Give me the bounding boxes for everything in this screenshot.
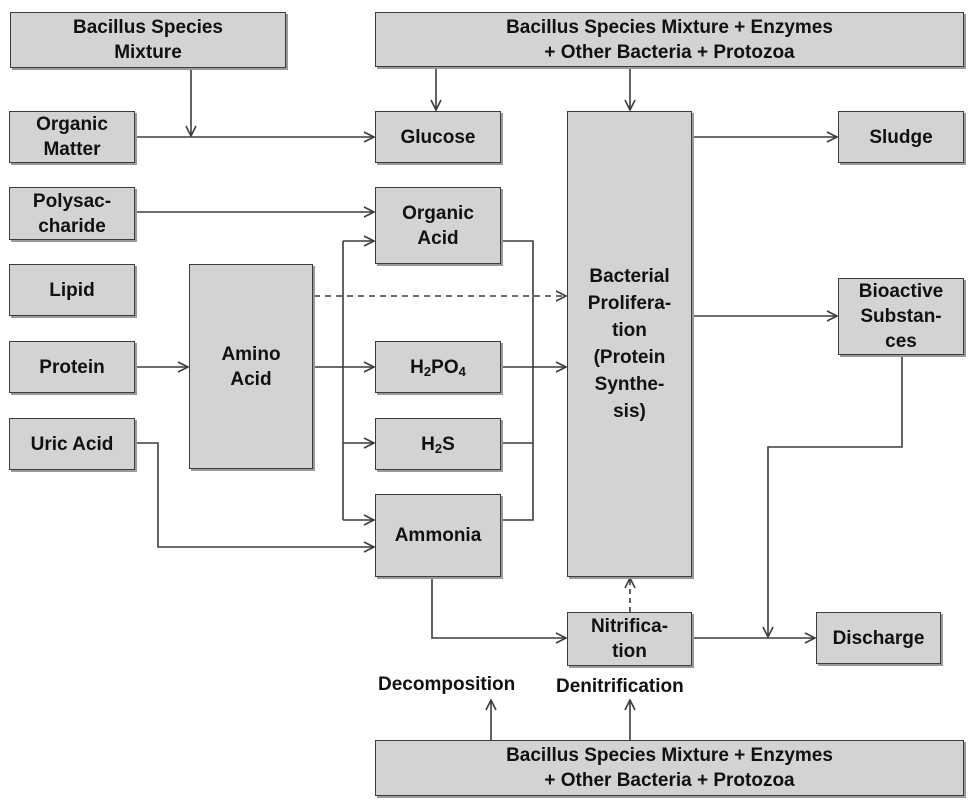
bioactive-substances-node: Bioactive Substan- ces <box>838 278 964 355</box>
organic-matter-node: Organic Matter <box>9 111 135 163</box>
edge-ammonia-to-nitrification <box>431 578 566 638</box>
nitrification-node: Nitrifica- tion <box>567 612 692 666</box>
denitrification-label: Denitrification <box>556 676 684 697</box>
bacterial-proliferation-node: Bacterial Prolifera- tion (Protein Synth… <box>567 111 692 577</box>
ammonia-node: Ammonia <box>375 494 501 577</box>
lipid-node: Lipid <box>9 264 135 316</box>
bacillus-mixture-bottom: Bacillus Species Mixture + Enzymes + Oth… <box>375 740 964 796</box>
polysaccharide-node: Polysac- charide <box>9 187 135 240</box>
decomposition-label: Decomposition <box>378 674 516 695</box>
organic-acid-node: Organic Acid <box>375 187 501 264</box>
bacillus-mixture-top-left: Bacillus Species Mixture <box>10 12 286 68</box>
edge-bioactive-to-discharge-line <box>768 355 903 637</box>
edge-organic-acid-collector <box>502 240 534 521</box>
edge-uric-acid-to-ammonia <box>136 442 374 547</box>
amino-acid-node: Amino Acid <box>189 264 313 469</box>
h2po4-node: H2PO4 <box>375 341 501 393</box>
protein-node: Protein <box>9 341 135 393</box>
glucose-node: Glucose <box>375 111 501 163</box>
sludge-node: Sludge <box>838 111 964 163</box>
bacillus-mixture-top-right: Bacillus Species Mixture + Enzymes + Oth… <box>375 12 964 67</box>
h2s-node: H2S <box>375 418 501 470</box>
uric-acid-node: Uric Acid <box>9 418 135 470</box>
discharge-node: Discharge <box>816 612 941 664</box>
